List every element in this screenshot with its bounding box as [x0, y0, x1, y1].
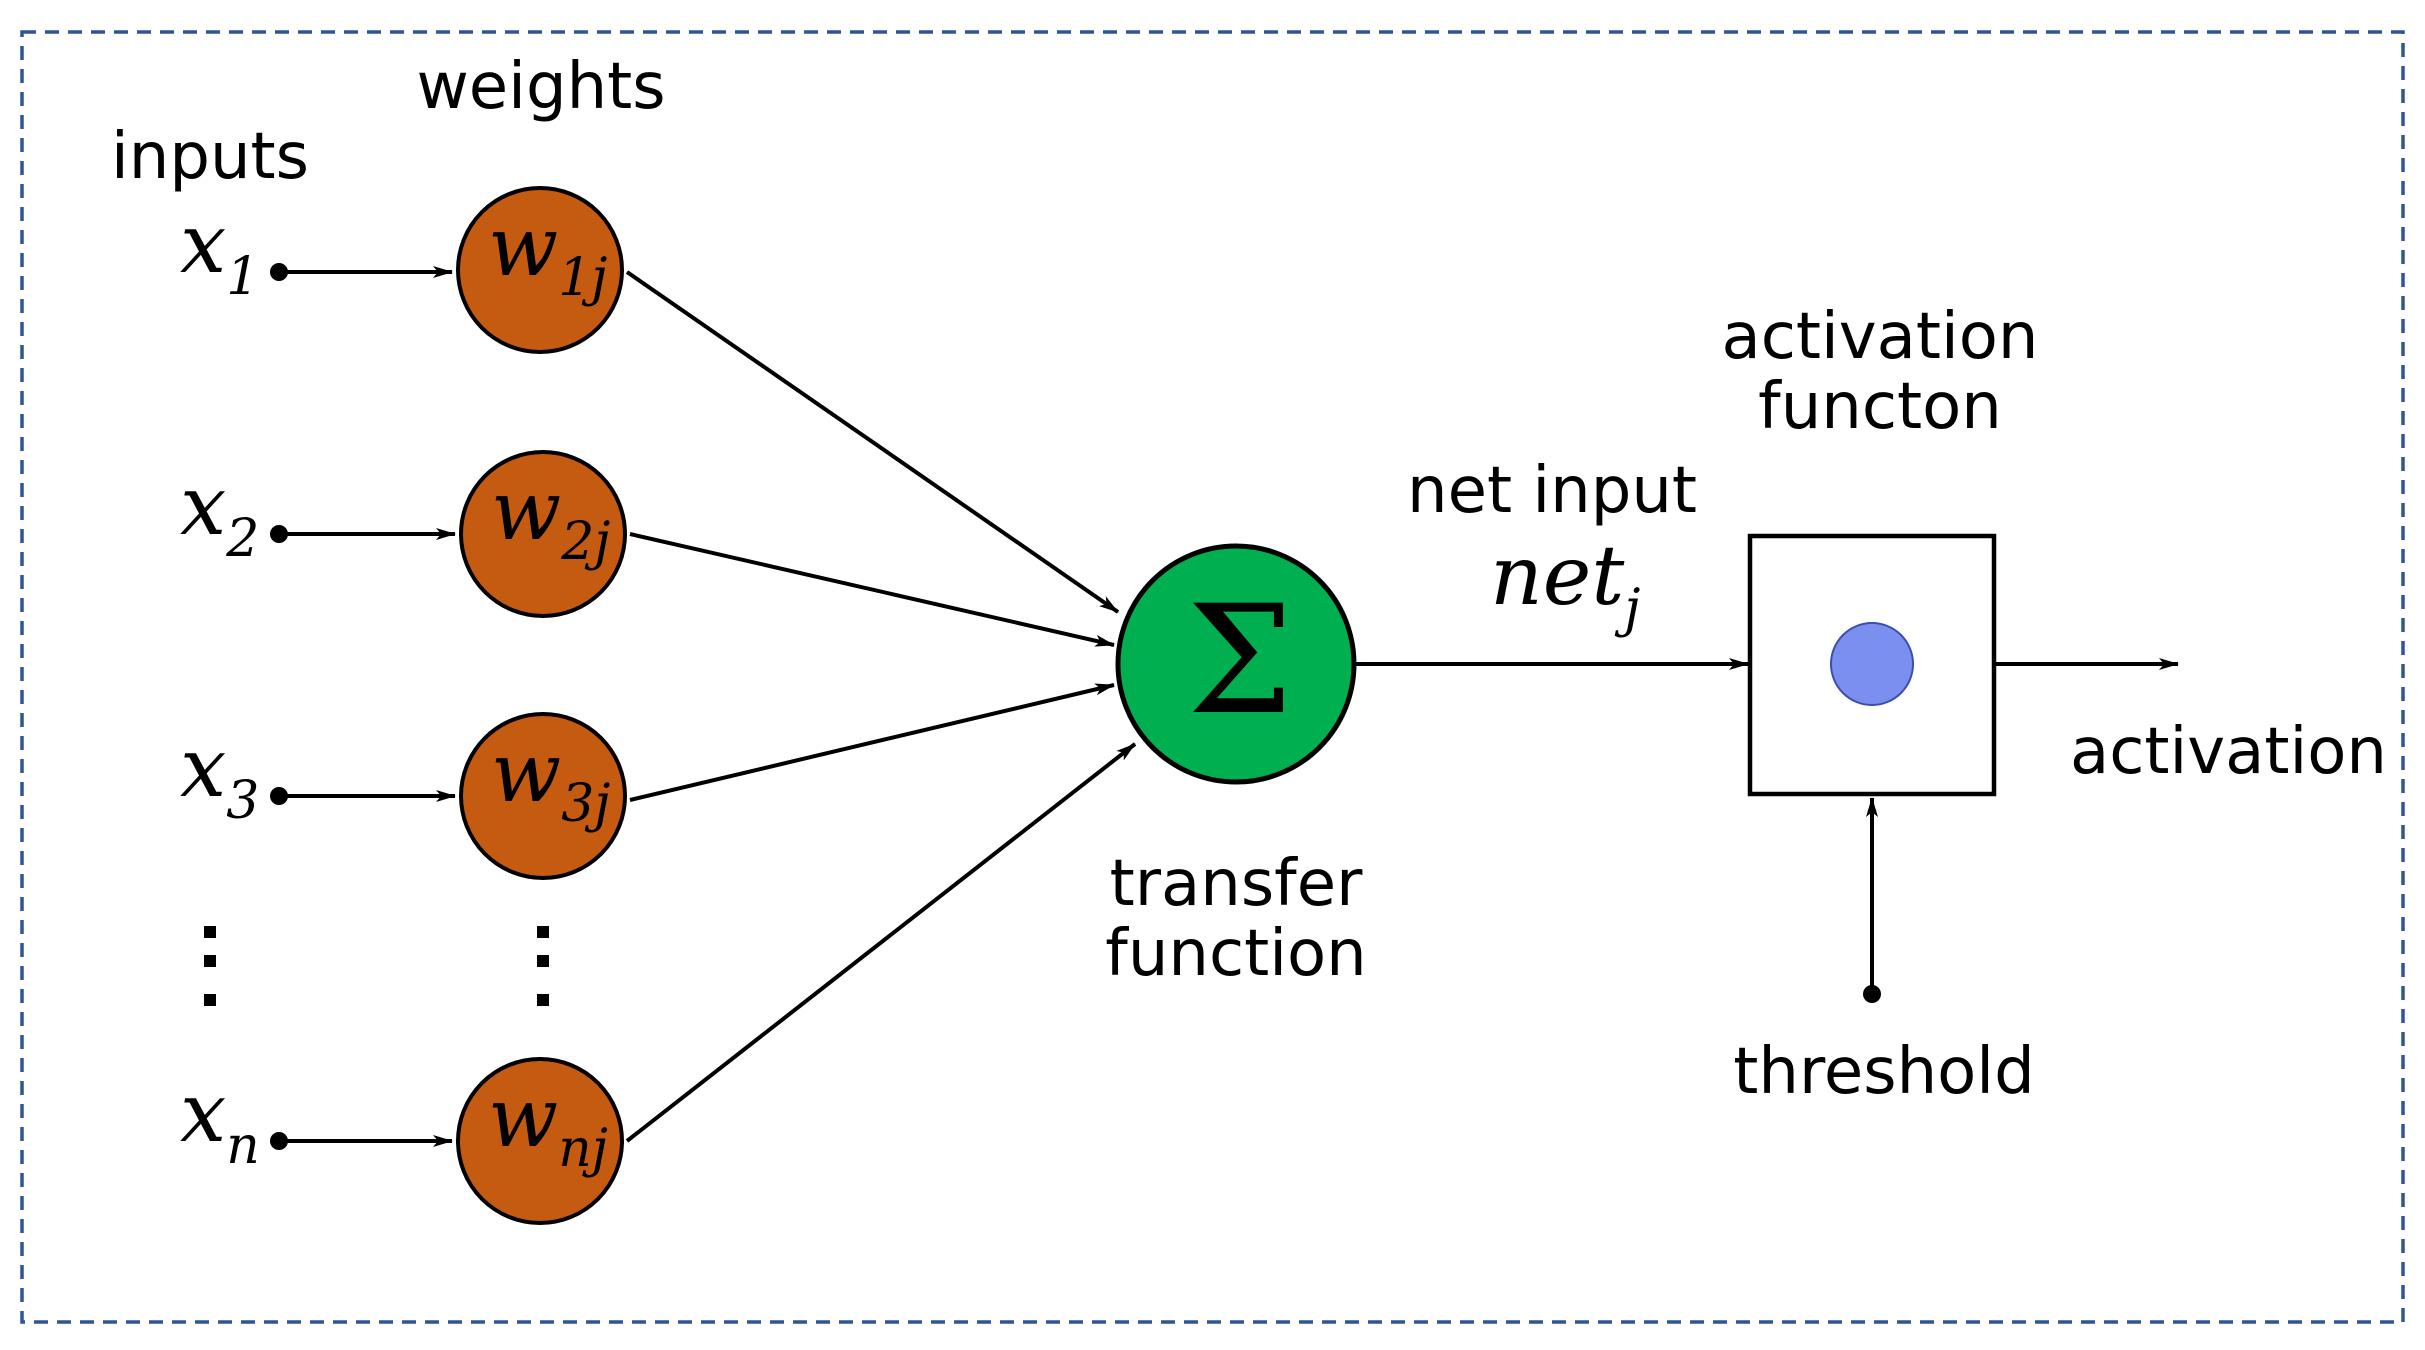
input-dot-3 — [270, 787, 288, 805]
net-variable-label: netj — [1490, 529, 1640, 639]
input-label-1: x1 — [180, 197, 259, 307]
weight-arrow-3 — [629, 683, 1115, 802]
weight-node-n — [456, 1057, 624, 1225]
threshold-dot — [1863, 985, 1881, 1003]
input-label-3: x3 — [180, 721, 259, 831]
weight-label-3: w3j — [491, 726, 610, 834]
input-dot-n — [270, 1132, 288, 1150]
input-dot-1 — [270, 263, 288, 281]
input-dot-2 — [270, 525, 288, 543]
weight-label-1: w1j — [488, 200, 607, 308]
weight-arrow-n — [625, 742, 1137, 1143]
weight-label-n: wnj — [488, 1071, 608, 1179]
activation-function-label-line2: functon — [1758, 370, 2002, 444]
transfer-function-label-line2: function — [1105, 917, 1366, 991]
inputs-label: inputs — [111, 120, 309, 194]
weight-ellipsis — [537, 926, 549, 1006]
weight-arrow-1 — [625, 270, 1120, 614]
weight-node-2 — [459, 450, 627, 618]
weights-label: weights — [416, 50, 665, 124]
sigma-symbol: Σ — [1187, 574, 1293, 748]
weight-node-1 — [456, 186, 624, 354]
weight-arrow-2 — [629, 532, 1115, 647]
activation-dot — [1830, 622, 1914, 706]
diagram-frame — [20, 30, 2405, 1324]
weight-node-3 — [459, 712, 627, 880]
input-ellipsis — [204, 926, 216, 1006]
input-label-n: xn — [180, 1066, 260, 1176]
threshold-label: threshold — [1733, 1035, 2034, 1109]
input-label-2: x2 — [180, 459, 259, 569]
weight-label-2: w2j — [491, 464, 610, 572]
activation-function-label-line1: activation — [1722, 300, 2039, 374]
net-input-label: net input — [1407, 454, 1697, 528]
transfer-function-label-line1: transfer — [1110, 847, 1363, 921]
activation-output-label: activation — [2070, 715, 2387, 789]
